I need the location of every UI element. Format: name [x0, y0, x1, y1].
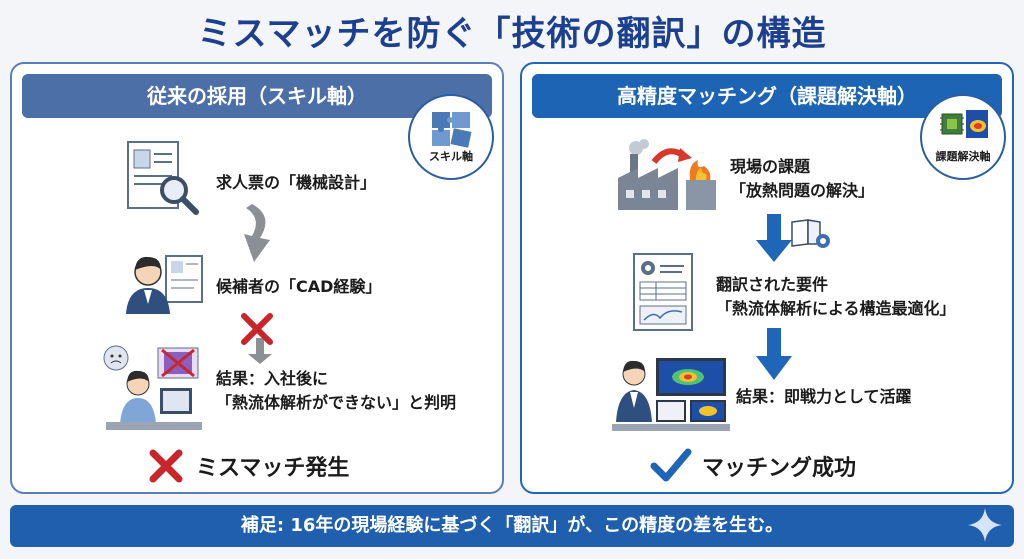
worried-employee-icon — [103, 345, 202, 430]
puzzle-icon — [432, 112, 472, 148]
traditional-hiring-panel: 従来の採用（スキル軸） スキル軸 求人票の「機械設計」 — [10, 62, 504, 494]
mismatch-cross-icon — [241, 313, 273, 364]
mismatch-result: ミスマッチ発生 — [196, 456, 350, 481]
step3-text-line2: 「熱流体解析ができない」と判明 — [216, 393, 457, 412]
skill-axis-badge: スキル軸 — [408, 94, 494, 180]
problem-solving-axis-badge: 課題解決軸 — [920, 94, 1006, 180]
traditional-header: 従来の採用（スキル軸） — [22, 74, 492, 118]
step3-text-line1: 結果：入社後に — [216, 369, 329, 388]
step3-text: 結果：即戦力として活躍 — [736, 387, 912, 406]
step1-text-line2: 「放熱問題の解決」 — [730, 181, 875, 200]
step2-text-line1: 翻訳された要件 — [716, 275, 829, 294]
step2-text-line2: 「熱流体解析による構造最適化」 — [716, 299, 956, 318]
chip-heatmap-icon — [940, 110, 988, 138]
page-title: ミスマッチを防ぐ「技術の翻訳」の構造 — [197, 14, 827, 54]
failure-x-icon — [149, 449, 183, 483]
success-result: マッチング成功 — [702, 456, 857, 481]
high-precision-matching-panel: 高精度マッチング（課題解決軸） 課題解決軸 現場の課題 「放熱問題の解決」 — [520, 62, 1014, 494]
down-arrow-icon — [244, 204, 270, 262]
matching-header: 高精度マッチング（課題解決軸） — [532, 74, 1002, 118]
sparkle-icon — [968, 508, 1002, 542]
step1-text-line1: 現場の課題 — [730, 157, 811, 176]
step1-text: 求人票の「機械設計」 — [216, 173, 377, 192]
badge-label: 課題解決軸 — [935, 150, 991, 163]
down-arrow-icon — [756, 328, 792, 380]
manual-gear-icon — [791, 219, 830, 248]
down-arrow-icon — [756, 214, 792, 262]
footnote-banner: 補足: 16年の現場経験に基づく「翻訳」が、この精度の差を生む。 — [10, 505, 1014, 547]
job-posting-document-icon — [127, 141, 199, 215]
factory-heat-icon — [618, 139, 716, 210]
requirement-spec-icon — [633, 253, 693, 331]
engineer-success-icon — [612, 358, 730, 431]
candidate-resume-icon — [126, 255, 203, 314]
step2-text: 候補者の「CAD経験」 — [216, 277, 382, 296]
success-check-icon — [650, 448, 692, 482]
badge-label: スキル軸 — [429, 150, 473, 163]
